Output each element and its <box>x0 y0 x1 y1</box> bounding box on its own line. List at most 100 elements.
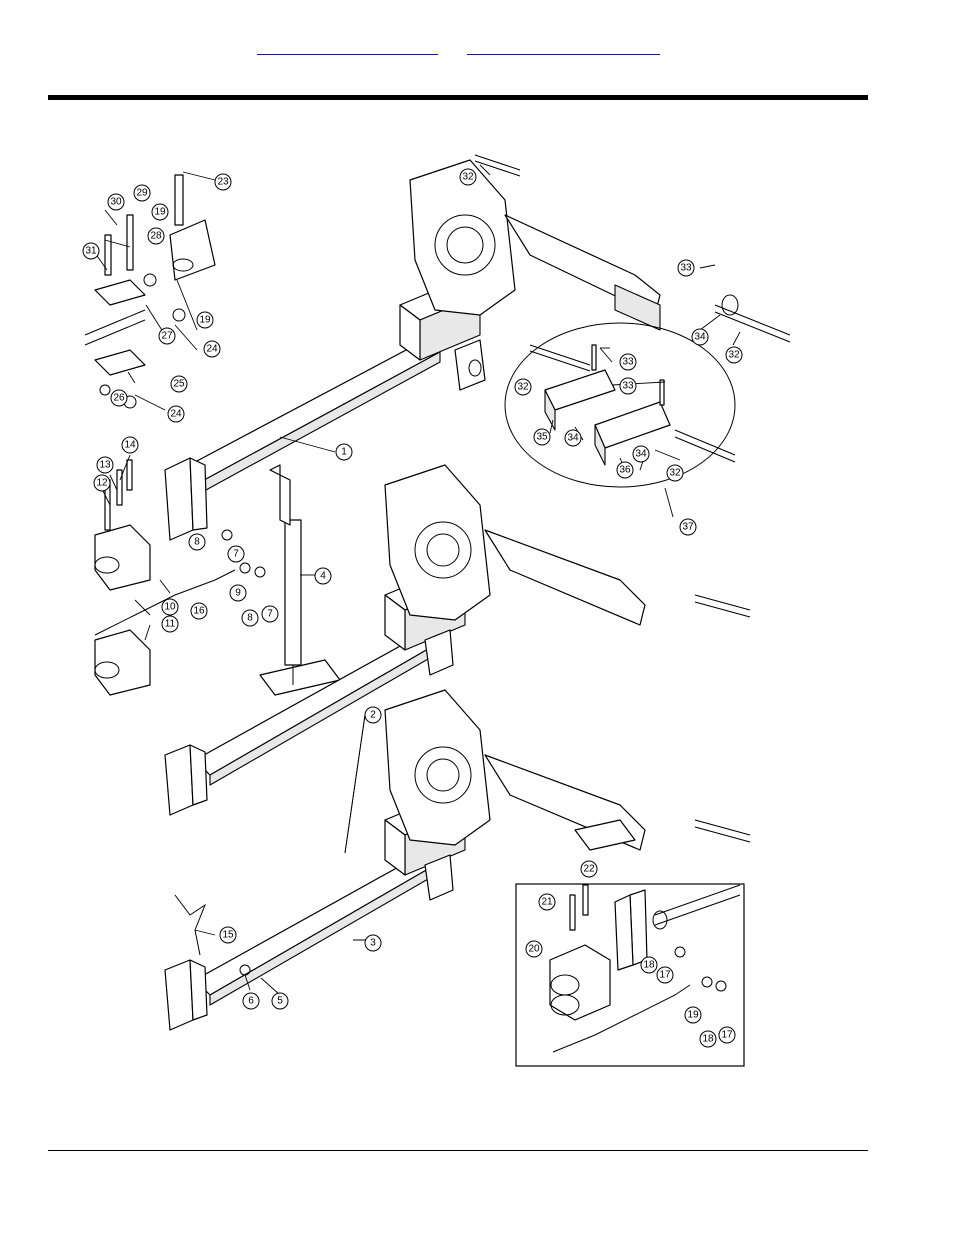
callout-34c: 34 <box>633 446 649 462</box>
svg-text:19: 19 <box>687 1010 699 1021</box>
callout-4: 4 <box>315 568 331 584</box>
svg-text:27: 27 <box>161 331 173 342</box>
callout-2: 2 <box>365 707 381 723</box>
callout-8: 8 <box>189 534 205 550</box>
callout-26: 26 <box>111 390 127 406</box>
callout-34: 34 <box>692 329 708 345</box>
svg-text:35: 35 <box>536 432 548 443</box>
svg-text:37: 37 <box>682 522 694 533</box>
callout-23: 23 <box>215 174 231 190</box>
svg-text:32: 32 <box>728 350 740 361</box>
svg-text:28: 28 <box>150 231 162 242</box>
svg-text:19: 19 <box>199 315 211 326</box>
callout-25: 25 <box>171 376 187 392</box>
svg-text:32: 32 <box>462 172 474 183</box>
svg-text:17: 17 <box>659 970 671 981</box>
svg-text:19: 19 <box>154 207 166 218</box>
callout-24b: 24 <box>168 406 184 422</box>
callout-28: 28 <box>148 228 164 244</box>
svg-text:34: 34 <box>567 433 579 444</box>
svg-text:13: 13 <box>99 460 111 471</box>
callout-7: 7 <box>228 546 244 562</box>
callout-10: 10 <box>162 599 178 615</box>
callout-17: 17 <box>657 967 673 983</box>
callout-17b: 17 <box>719 1027 735 1043</box>
header-link-left[interactable] <box>257 44 438 55</box>
callout-11: 11 <box>162 616 178 632</box>
callout-12: 12 <box>94 475 110 491</box>
callout-8b: 8 <box>242 610 258 626</box>
svg-text:36: 36 <box>619 465 631 476</box>
callout-22: 22 <box>581 861 597 877</box>
callout-27: 27 <box>159 328 175 344</box>
svg-text:29: 29 <box>136 188 148 199</box>
callout-3: 3 <box>365 935 381 951</box>
svg-text:32: 32 <box>517 382 529 393</box>
svg-text:5: 5 <box>277 996 283 1007</box>
callout-21: 21 <box>539 894 555 910</box>
callout-32: 32 <box>460 169 476 185</box>
svg-text:14: 14 <box>124 440 136 451</box>
svg-text:34: 34 <box>635 449 647 460</box>
svg-text:10: 10 <box>164 602 176 613</box>
svg-text:4: 4 <box>320 571 326 582</box>
callout-9: 9 <box>230 585 246 601</box>
svg-text:26: 26 <box>113 393 125 404</box>
callout-36: 36 <box>617 462 633 478</box>
callout-33c: 33 <box>620 378 636 394</box>
callout-37: 37 <box>680 519 696 535</box>
callout-18b: 18 <box>700 1031 716 1047</box>
bracket-hardware-top <box>85 175 215 408</box>
callout-24: 24 <box>204 341 220 357</box>
callout-35: 35 <box>534 429 550 445</box>
callout-5: 5 <box>272 993 288 1009</box>
svg-text:18: 18 <box>702 1034 714 1045</box>
svg-text:8: 8 <box>247 613 253 624</box>
callout-34b: 34 <box>565 430 581 446</box>
parts-diagram-svg: 1 2 3 4 5 6 7 7 8 8 9 10 11 12 13 14 15 … <box>75 140 800 1075</box>
callout-32b: 32 <box>726 347 742 363</box>
svg-text:7: 7 <box>267 609 273 620</box>
callout-32d: 32 <box>667 465 683 481</box>
footer-rule <box>48 1150 868 1151</box>
callout-31: 31 <box>83 243 99 259</box>
svg-text:1: 1 <box>341 447 347 458</box>
hitch-frame-1 <box>165 155 790 540</box>
callout-19: 19 <box>152 204 168 220</box>
callout-16: 16 <box>191 603 207 619</box>
svg-text:23: 23 <box>217 177 229 188</box>
svg-text:6: 6 <box>248 996 254 1007</box>
callout-13: 13 <box>97 457 113 473</box>
callout-7b: 7 <box>262 606 278 622</box>
callout-20: 20 <box>526 941 542 957</box>
svg-text:31: 31 <box>85 246 97 257</box>
svg-text:33: 33 <box>622 381 634 392</box>
svg-text:24: 24 <box>170 409 182 420</box>
svg-text:3: 3 <box>370 938 376 949</box>
svg-text:18: 18 <box>643 960 655 971</box>
parts-diagram: 1 2 3 4 5 6 7 7 8 8 9 10 11 12 13 14 15 … <box>75 140 800 1075</box>
svg-text:17: 17 <box>721 1030 733 1041</box>
svg-text:33: 33 <box>680 263 692 274</box>
callout-1: 1 <box>336 444 352 460</box>
callout-14: 14 <box>122 437 138 453</box>
svg-text:11: 11 <box>165 619 176 630</box>
hitch-clevis-and-jack <box>95 460 340 695</box>
svg-text:22: 22 <box>583 864 595 875</box>
callout-19b: 19 <box>197 312 213 328</box>
header-rule <box>48 95 868 100</box>
callout-6: 6 <box>243 993 259 1009</box>
detail-ellipse-37 <box>505 323 735 487</box>
svg-text:20: 20 <box>528 944 540 955</box>
svg-text:33: 33 <box>622 357 634 368</box>
callout-29: 29 <box>134 185 150 201</box>
callout-15: 15 <box>220 927 236 943</box>
callout-33b: 33 <box>620 354 636 370</box>
callout-18: 18 <box>641 957 657 973</box>
svg-text:34: 34 <box>694 332 706 343</box>
header-link-right[interactable] <box>467 44 660 55</box>
svg-text:8: 8 <box>194 537 200 548</box>
svg-text:2: 2 <box>370 710 376 721</box>
callout-30: 30 <box>108 194 124 210</box>
svg-text:24: 24 <box>206 344 218 355</box>
